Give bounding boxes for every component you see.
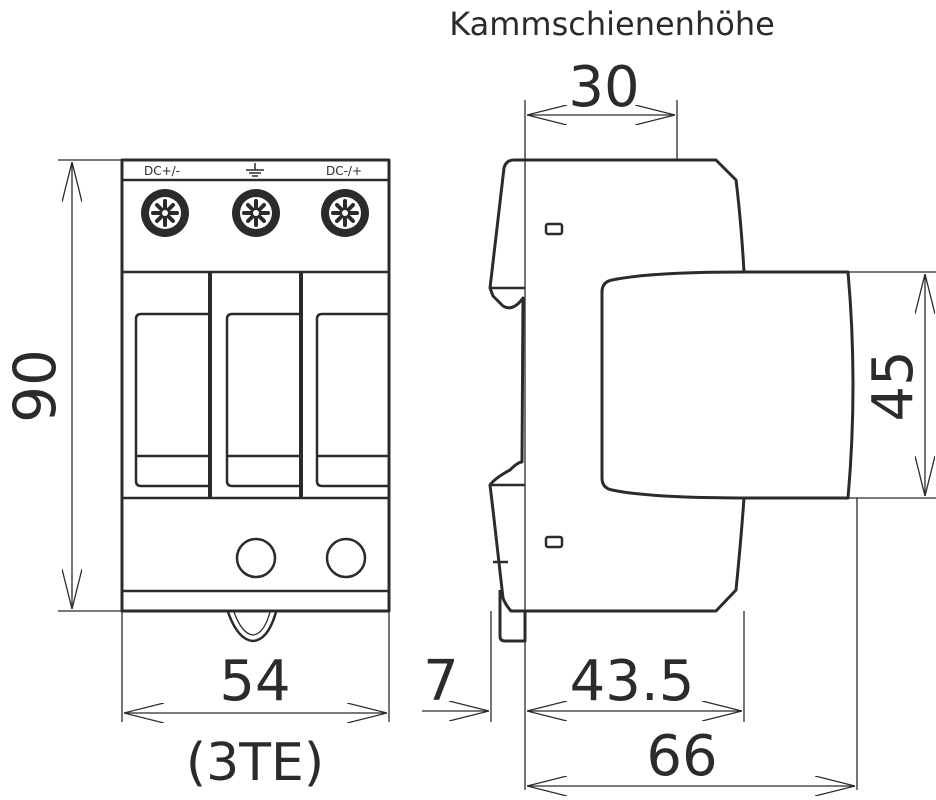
terminal-screw-icon: [232, 189, 280, 237]
dim-depth-43-5: 43.5: [527, 649, 742, 714]
dim-comb-busbar-30: 30: [527, 55, 675, 120]
front-view: DC+/- DC-/+: [120, 158, 391, 643]
dim-width-54: 54 (3TE): [121, 611, 390, 793]
dim-height-label: 90: [1, 349, 69, 423]
din-clip: [226, 611, 278, 643]
dim-66-label: 66: [646, 724, 717, 789]
slot: [544, 222, 564, 236]
side-view: [488, 158, 855, 643]
earth-ground-icon: [246, 163, 264, 177]
dim-height-90: 90: [1, 159, 122, 612]
terminal-screw-icon: [141, 189, 189, 237]
dim-total-depth-66: 66: [527, 724, 855, 789]
dim-7-label: 7: [423, 649, 459, 714]
title-comb-busbar-height: Kammschienenhöhe: [449, 5, 775, 43]
dim-cover-height-45: 45: [861, 274, 926, 496]
dim-43-5-label: 43.5: [570, 649, 695, 714]
module-window: [134, 312, 208, 488]
dim-width-units-label: (3TE): [186, 733, 324, 793]
module-window: [225, 312, 299, 488]
dim-45-label: 45: [861, 350, 926, 421]
terminal-screw-icon: [321, 189, 369, 237]
front-cover: [600, 270, 855, 500]
terminal-label-dc-plus: DC+/-: [144, 164, 180, 178]
terminal-label-dc-minus: DC-/+: [326, 164, 362, 178]
dim-width-label: 54: [219, 649, 290, 714]
indicator-circle: [325, 537, 367, 579]
indicator-circle: [235, 537, 277, 579]
dim-30-label: 30: [568, 55, 639, 120]
module-window: [315, 312, 389, 488]
dim-rail-offset-7: 7: [422, 649, 489, 714]
slot: [544, 535, 564, 549]
